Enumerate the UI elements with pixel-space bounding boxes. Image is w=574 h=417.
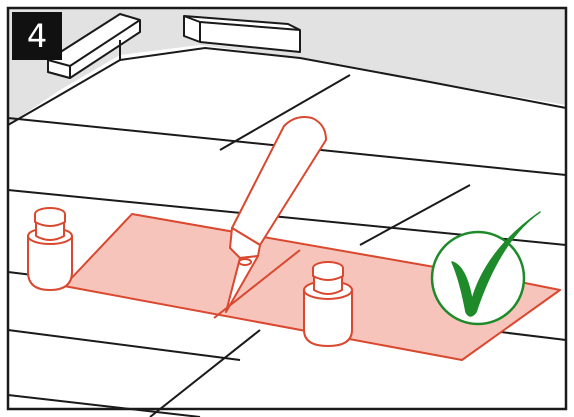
upper-slab (7, 40, 567, 126)
panel-border (6, 6, 568, 411)
left-weight (27, 207, 73, 291)
right-weight (303, 261, 353, 347)
glue-bottle (225, 116, 327, 313)
back-wall (8, 8, 566, 125)
checkmark-in-circle-icon (430, 211, 541, 326)
top-edge-blocks (47, 13, 301, 79)
step-number-badge: 4 (12, 12, 62, 60)
